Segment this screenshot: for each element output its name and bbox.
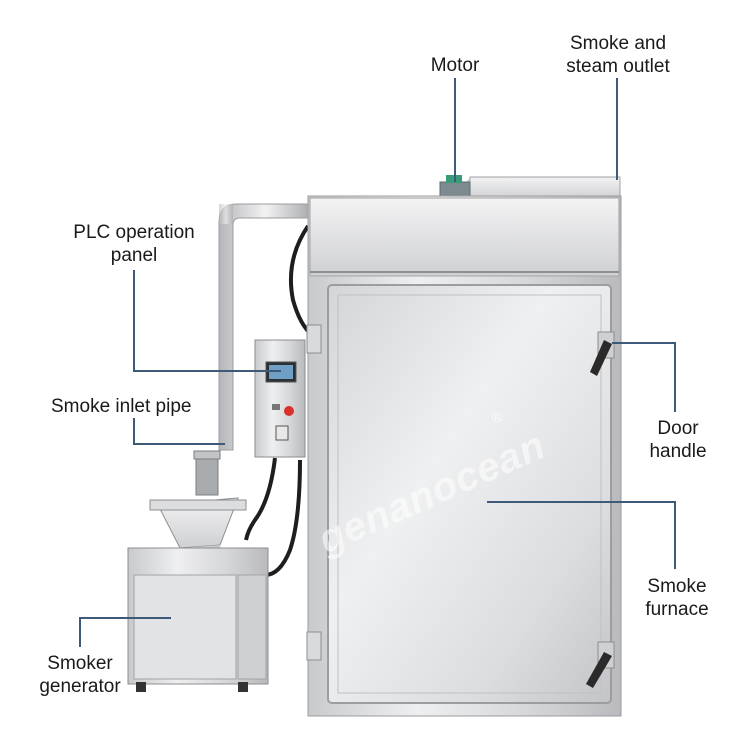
outlet-leader-line bbox=[616, 78, 618, 180]
label-generator-line2: generator bbox=[39, 676, 121, 697]
inlet-leader-horizontal bbox=[133, 443, 225, 445]
label-door-line1: Door bbox=[657, 418, 699, 439]
label-furnace-line1: Smoke bbox=[647, 576, 707, 597]
plc-control-box bbox=[254, 339, 306, 458]
label-generator-line1: Smoker bbox=[47, 653, 113, 674]
label-door-handle: Door handle bbox=[628, 417, 728, 463]
label-smoker-generator: Smoker generator bbox=[28, 652, 132, 698]
watermark-registered-mark: ® bbox=[492, 409, 503, 425]
door-handles bbox=[586, 331, 615, 688]
plc-leader-vertical bbox=[133, 270, 135, 372]
generator-leader-horizontal bbox=[79, 617, 171, 619]
door-leader-vertical bbox=[674, 342, 676, 412]
furnace-leader-vertical bbox=[674, 501, 676, 569]
inlet-leader-vertical bbox=[133, 418, 135, 445]
door-hinges bbox=[306, 324, 322, 661]
label-plc-panel: PLC operation panel bbox=[58, 221, 210, 267]
label-outlet-line2: steam outlet bbox=[566, 56, 670, 77]
label-door-line2: handle bbox=[649, 441, 707, 462]
door-leader-horizontal bbox=[612, 342, 676, 344]
label-plc-line1: PLC operation bbox=[73, 222, 195, 243]
label-outlet-line1: Smoke and bbox=[569, 33, 667, 54]
furnace-door bbox=[327, 284, 612, 704]
label-motor: Motor bbox=[430, 55, 480, 76]
generator-leader-vertical bbox=[79, 617, 81, 647]
label-plc-line2: panel bbox=[110, 245, 158, 266]
label-furnace-line2: furnace bbox=[645, 599, 709, 620]
motor-leader-line bbox=[454, 78, 456, 182]
furnace-leader-horizontal bbox=[487, 501, 676, 503]
smoker-generator bbox=[127, 450, 269, 692]
cables bbox=[244, 224, 314, 577]
label-smoke-furnace: Smoke furnace bbox=[622, 575, 732, 621]
label-smoke-inlet-pipe: Smoke inlet pipe bbox=[51, 396, 192, 417]
plc-leader-horizontal bbox=[133, 370, 281, 372]
label-smoke-steam-outlet: Smoke and steam outlet bbox=[553, 32, 683, 78]
